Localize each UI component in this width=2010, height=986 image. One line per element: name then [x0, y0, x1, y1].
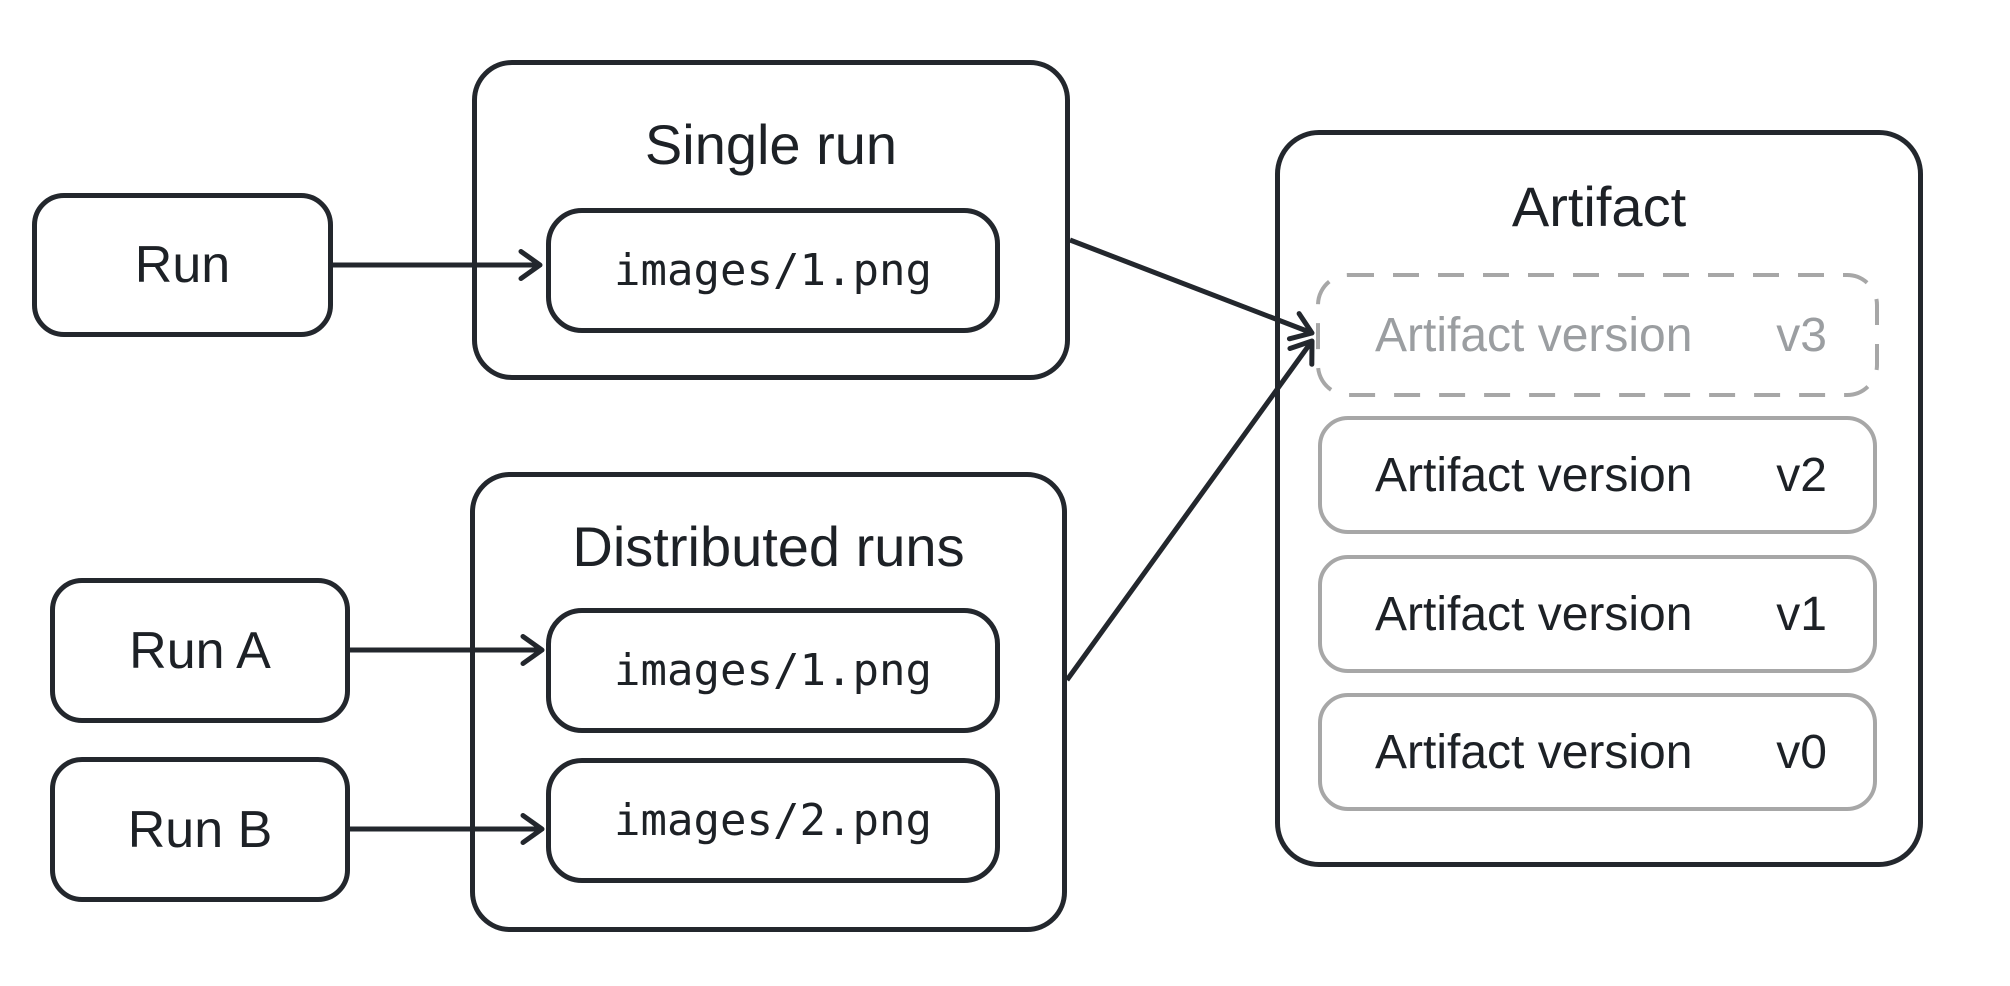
artifact-version-label: Artifact version [1375, 448, 1693, 502]
distributed-file-2-label: images/2.png [614, 795, 932, 846]
artifact-version-tag: v2 [1776, 448, 1827, 502]
artifact-version-tag: v0 [1776, 725, 1827, 779]
distributed-file-2-node: images/2.png [546, 758, 1000, 883]
artifact-title: Artifact [1511, 175, 1687, 238]
artifact-version-tag: v3 [1776, 308, 1827, 362]
distributed-file-1-node: images/1.png [546, 608, 1000, 733]
artifact-version-label: Artifact version [1375, 308, 1693, 362]
distributed-runs-title: Distributed runs [572, 515, 965, 578]
run-b-node: Run B [50, 757, 350, 902]
run-a-node-label: Run A [129, 621, 271, 680]
run-a-node: Run A [50, 578, 350, 723]
artifact-version-row: Artifact version v0 [1318, 693, 1877, 811]
single-run-group: Single run images/1.png [472, 60, 1070, 380]
artifact-version-row: Artifact version v2 [1318, 416, 1877, 534]
artifact-group: Artifact Artifact version v3 Artifact ve… [1275, 130, 1923, 867]
single-run-file-label: images/1.png [614, 245, 932, 296]
run-node: Run [32, 193, 333, 337]
artifact-version-tag: v1 [1776, 587, 1827, 641]
run-b-node-label: Run B [127, 800, 273, 859]
artifact-version-label: Artifact version [1375, 587, 1693, 641]
artifact-version-row-pending: Artifact version v3 [1318, 275, 1877, 395]
single-run-title: Single run [644, 113, 898, 176]
distributed-runs-group: Distributed runs images/1.png images/2.p… [470, 472, 1067, 932]
artifact-version-row: Artifact version v1 [1318, 555, 1877, 673]
artifact-version-label: Artifact version [1375, 725, 1693, 779]
distributed-file-1-label: images/1.png [614, 645, 932, 696]
single-run-file-node: images/1.png [546, 208, 1000, 333]
run-node-label: Run [134, 236, 231, 294]
